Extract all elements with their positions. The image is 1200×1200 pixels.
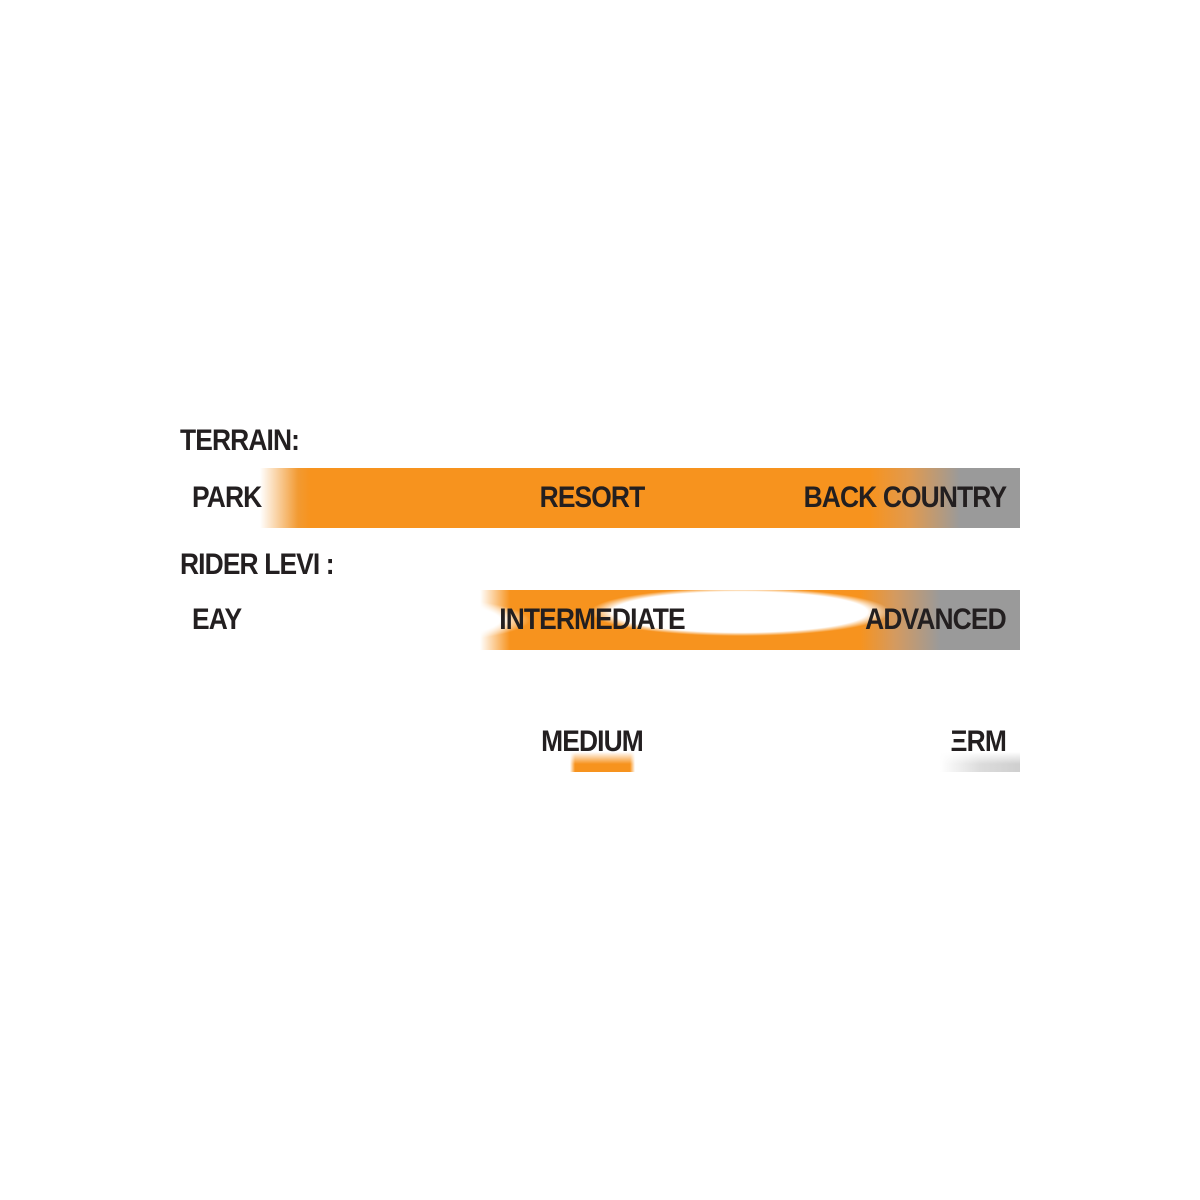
terrain-scale-bar: PARK RESORT BACK COUNTRY [180, 468, 1020, 528]
flex-center-label: MEDIUM [541, 725, 644, 758]
terrain-left-label: PARK [192, 481, 262, 514]
flex-scale-bar: MEDIUM ΞRM [180, 712, 1020, 772]
terrain-label: ΤERRAIN: [180, 424, 300, 457]
rider-level-center-label: INTERMEDIATE [499, 603, 685, 636]
rider-level-scale-bar: ΕΑΥ INTERMEDIATE ADVANCED [180, 590, 1020, 650]
rider-level-scale-fill [180, 590, 1020, 650]
rider-level-left-label: ΕΑΥ [192, 603, 242, 636]
terrain-scale-fill [180, 468, 1020, 528]
terrain-center-label: RESORT [539, 481, 646, 514]
flex-right-label: ΞRM [950, 725, 1007, 758]
rider-level-label: RIDER LEVI : [180, 548, 335, 581]
rider-level-right-label: ADVANCED [865, 603, 1007, 636]
flex-scale-fill [180, 712, 1020, 772]
terrain-right-label: BACK COUNTRY [803, 481, 1006, 514]
